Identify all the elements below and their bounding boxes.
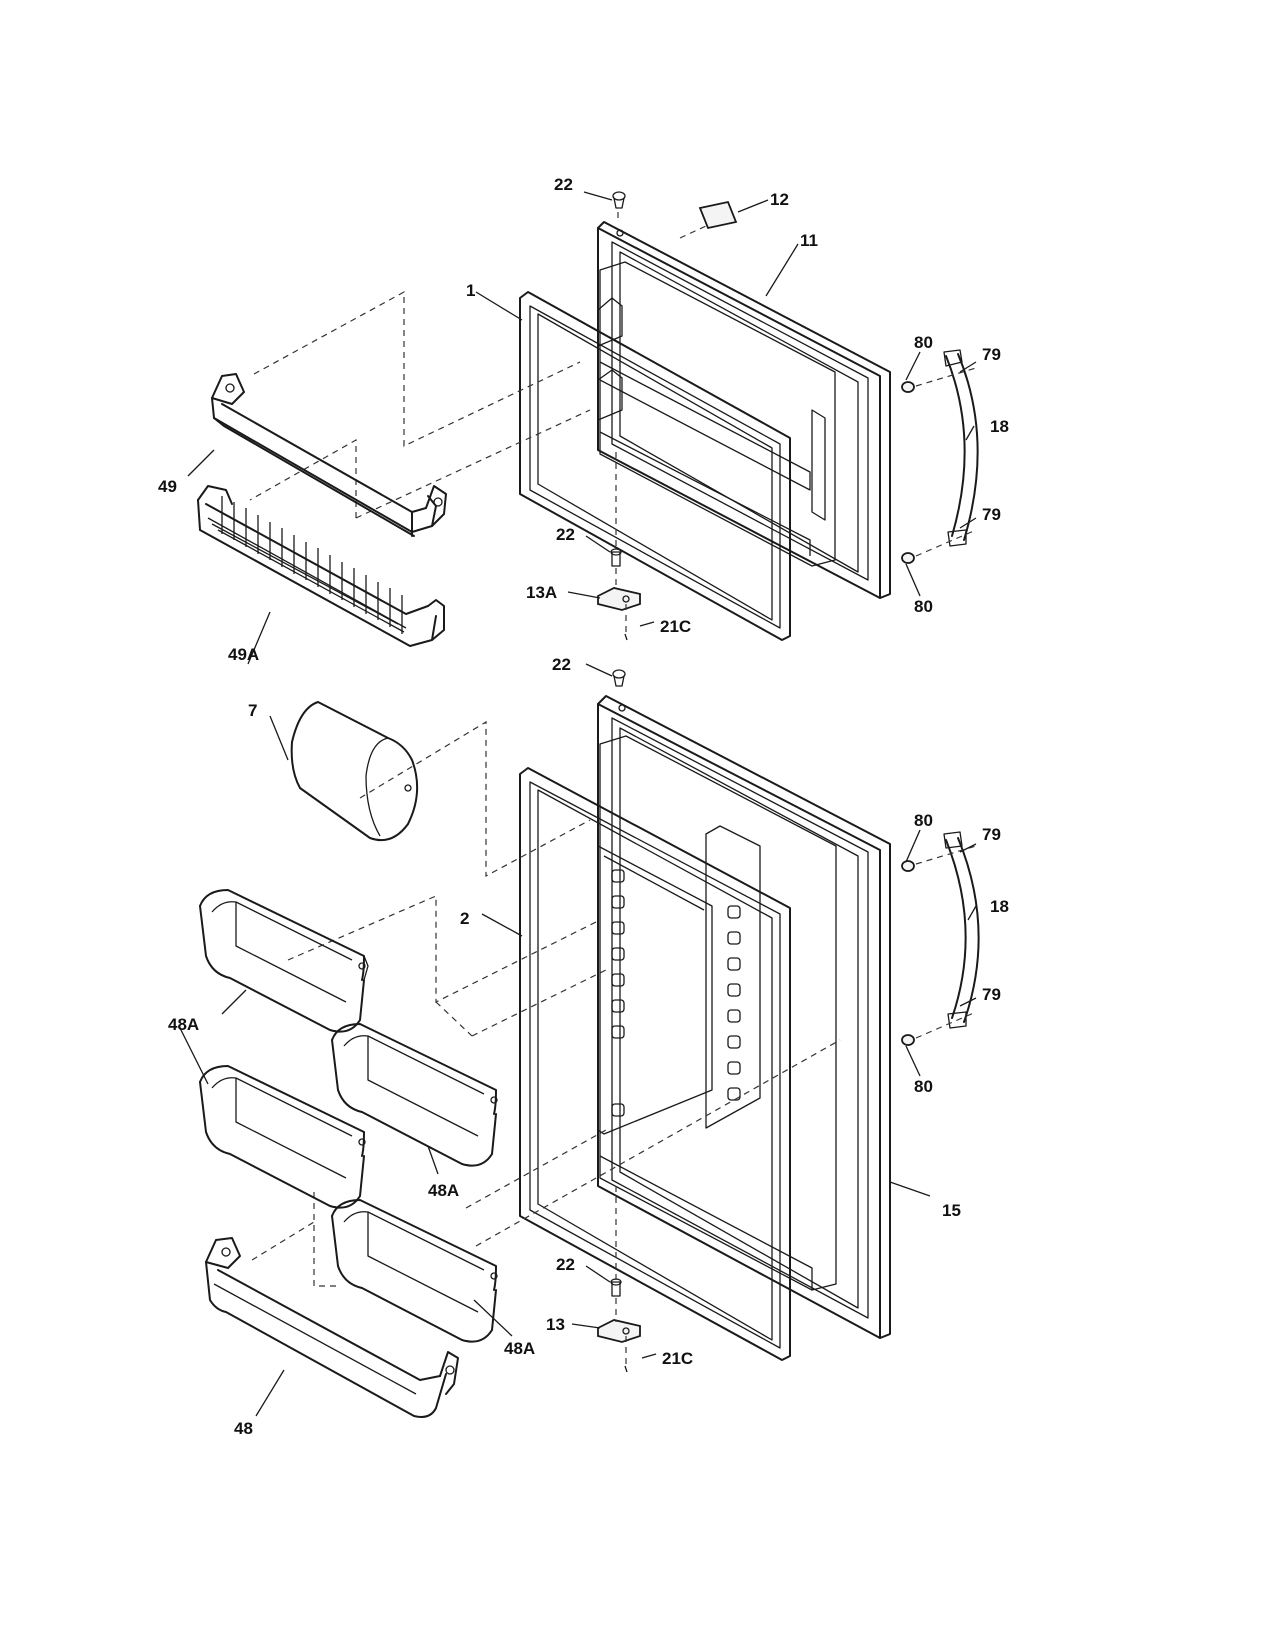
callout-80: 80 [914, 1077, 933, 1096]
freezer-door-liner [597, 261, 836, 567]
handle-screw-80-lower-top [901, 860, 915, 872]
hinge-pin-22-upper [610, 548, 622, 567]
butter-container-7 [290, 701, 419, 842]
callout-21C: 21C [660, 617, 691, 636]
callout-21C: 21C [662, 1349, 693, 1368]
callout-48A: 48A [504, 1339, 535, 1358]
door-basket-49A [197, 485, 445, 647]
callout-22: 22 [556, 525, 575, 544]
hinge-13A [597, 587, 641, 611]
freezer-door-handle [943, 349, 979, 547]
label-part-12 [698, 200, 738, 230]
callout-48: 48 [234, 1419, 253, 1438]
callout-7: 7 [248, 701, 257, 720]
door-bin-48A-middle-left [199, 1065, 366, 1209]
handle-screw-80-top [901, 381, 915, 393]
callout-13A: 13A [526, 583, 557, 602]
callout-2: 2 [460, 909, 469, 928]
callout-1: 1 [466, 281, 475, 300]
callout-15: 15 [942, 1201, 961, 1220]
door-bin-48A-lower-right [331, 1199, 498, 1343]
fresh-food-door-outer-panel [597, 695, 891, 1339]
callout-18: 18 [990, 897, 1009, 916]
callout-80: 80 [914, 597, 933, 616]
callout-labels: 22 12 11 1 80 79 18 79 80 49 22 13A 21C … [158, 175, 1009, 1438]
door-bin-48A-upper-left [199, 889, 369, 1033]
callout-79: 79 [982, 985, 1001, 1004]
hinge-screw-top [612, 191, 626, 209]
callout-13: 13 [546, 1315, 565, 1334]
callout-11: 11 [800, 231, 818, 250]
leader-lines [179, 191, 977, 1417]
callout-79: 79 [982, 825, 1001, 844]
callout-22: 22 [554, 175, 573, 194]
door-bin-48A-middle-right [331, 1023, 498, 1167]
callout-22: 22 [556, 1255, 575, 1274]
handle-screw-80-lower-bottom [901, 1034, 915, 1046]
fresh-food-door-gasket [519, 767, 791, 1361]
freezer-door-outer-panel [597, 221, 891, 599]
callout-48A: 48A [428, 1181, 459, 1200]
callout-18: 18 [990, 417, 1009, 436]
callout-49A: 49A [228, 645, 259, 664]
freezer-door-gasket [519, 291, 791, 641]
callout-12: 12 [770, 190, 789, 209]
callout-80: 80 [914, 811, 933, 830]
fresh-food-door-liner [597, 735, 837, 1291]
hinge-screw-lower-top [612, 669, 626, 687]
callout-48A: 48A [168, 1015, 199, 1034]
hinge-pin-22-lower [610, 1278, 622, 1297]
callout-49: 49 [158, 477, 177, 496]
callout-22: 22 [552, 655, 571, 674]
hinge-13 [597, 1319, 641, 1343]
callout-80: 80 [914, 333, 933, 352]
door-shelf-48 [205, 1237, 459, 1418]
handle-screw-80-bottom [901, 552, 915, 564]
callout-79: 79 [982, 505, 1001, 524]
callout-79: 79 [982, 345, 1001, 364]
door-shelf-49 [211, 373, 447, 537]
